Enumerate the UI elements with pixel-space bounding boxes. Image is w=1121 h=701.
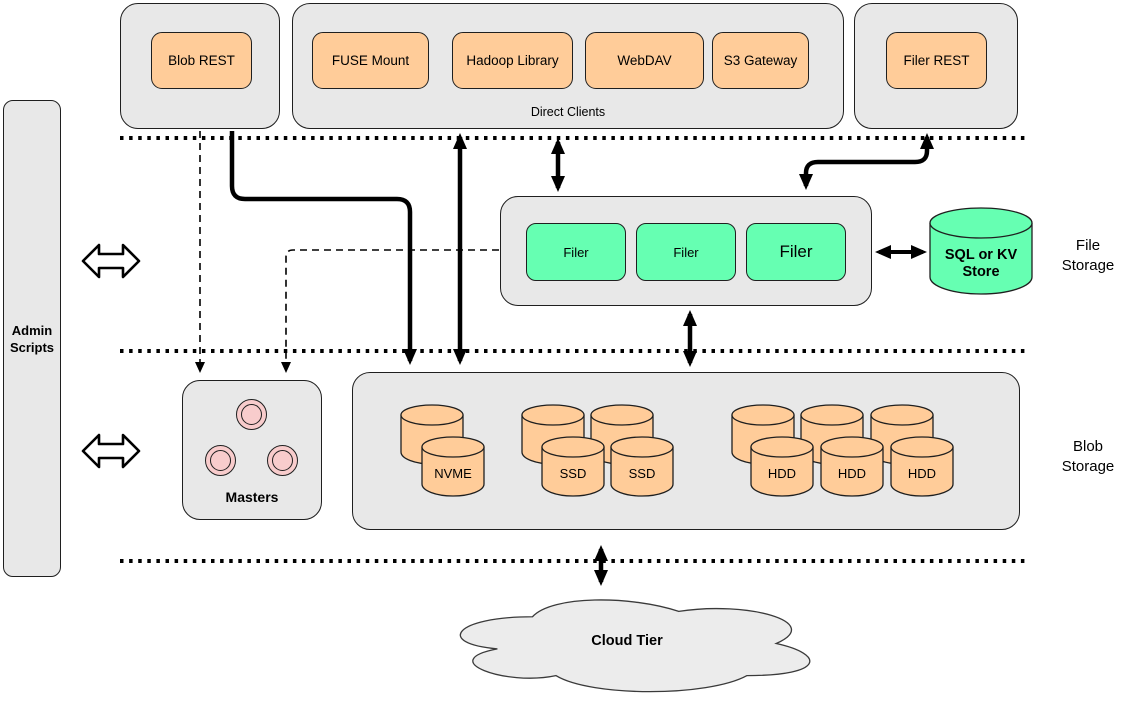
blob-rest-node: Blob REST: [151, 32, 252, 89]
blob-rest-label: Blob REST: [168, 53, 235, 68]
filer-label-2: Filer: [673, 244, 699, 260]
admin-scripts-label-line2: Scripts: [9, 339, 55, 355]
arrow-blobrest-to-blobstorage: [229, 131, 417, 365]
ssd-volume-cylinder-2: SSD: [610, 436, 674, 497]
admin-blob-storage-arrow: [81, 433, 141, 469]
ssd-label-2: SSD: [629, 466, 656, 481]
nvme-label: NVME: [434, 466, 472, 481]
fuse-mount-label: FUSE Mount: [331, 53, 410, 68]
store-label-line2: Store: [962, 264, 999, 280]
blob-storage-group: NVME SSD SSD HDD HDD HDD: [352, 372, 1020, 530]
arrow-filerrest-filer: [799, 133, 934, 190]
file-storage-tier-label: File Storage: [1046, 236, 1121, 276]
s3-gateway-node: S3 Gateway: [712, 32, 809, 89]
hdd-label-2: HDD: [838, 466, 866, 481]
master-node-1: [236, 399, 267, 430]
cloud-outline: [459, 599, 811, 693]
fuse-mount-node: FUSE Mount: [312, 32, 429, 89]
hadoop-library-node: Hadoop Library: [452, 32, 573, 89]
file-storage-label-line2: Storage: [1061, 257, 1115, 274]
filer-node-2: Filer: [636, 223, 736, 281]
dashed-filer-masters: [281, 249, 499, 373]
master-node-3-core: [271, 449, 293, 471]
master-node-2: [205, 445, 236, 476]
filer-rest-group: Filer REST: [854, 3, 1018, 129]
hdd-label-3: HDD: [908, 466, 936, 481]
filer-node-3: Filer: [746, 223, 846, 281]
hdd-label-1: HDD: [768, 466, 796, 481]
filer-node-1: Filer: [526, 223, 626, 281]
store-cylinder-top: [929, 207, 1033, 239]
store-label-line1: SQL or KV: [945, 247, 1018, 263]
hdd-volume-cylinder-3: HDD: [890, 436, 954, 497]
filer-label-3: Filer: [779, 242, 813, 261]
filer-rest-label: Filer REST: [903, 53, 970, 68]
sql-kv-store-cylinder: SQL or KV Store: [929, 207, 1033, 295]
admin-file-storage-arrow: [81, 243, 141, 279]
filer-group: Filer Filer Filer: [500, 196, 872, 306]
direct-clients-group: FUSE Mount Hadoop Library WebDAV S3 Gate…: [292, 3, 844, 129]
ssd-volume-cylinder-1: SSD: [541, 436, 605, 497]
store-cylinder-body: [929, 223, 1033, 295]
masters-group: Masters: [182, 380, 322, 520]
master-node-3: [267, 445, 298, 476]
cloud-tier-shape: Cloud Tier: [459, 599, 811, 693]
master-node-1-core: [240, 403, 262, 425]
hdd-volume-cylinder-2: HDD: [820, 436, 884, 497]
filer-rest-node: Filer REST: [886, 32, 987, 89]
blob-storage-label-line1: Blob: [1072, 438, 1104, 455]
nvme-volume-cylinder: NVME: [421, 436, 485, 497]
direct-clients-label: Direct Clients: [530, 105, 606, 119]
filer-label-1: Filer: [563, 244, 589, 260]
blob-storage-tier-label: Blob Storage: [1046, 437, 1121, 477]
hdd-volume-cylinder-1: HDD: [750, 436, 814, 497]
webdav-label: WebDAV: [617, 53, 672, 68]
ssd-label-1: SSD: [560, 466, 587, 481]
admin-scripts-label-line1: Admin: [11, 322, 53, 338]
blob-storage-label-line2: Storage: [1061, 458, 1115, 475]
s3-gateway-label: S3 Gateway: [723, 53, 798, 68]
master-node-2-core: [209, 449, 231, 471]
admin-scripts-panel: Admin Scripts: [3, 100, 61, 577]
file-storage-label-line1: File: [1075, 237, 1101, 254]
blob-rest-group: Blob REST: [120, 3, 280, 129]
cloud-tier-label: Cloud Tier: [591, 633, 663, 649]
masters-label: Masters: [225, 489, 279, 505]
hadoop-library-label: Hadoop Library: [466, 53, 559, 68]
webdav-node: WebDAV: [585, 32, 704, 89]
